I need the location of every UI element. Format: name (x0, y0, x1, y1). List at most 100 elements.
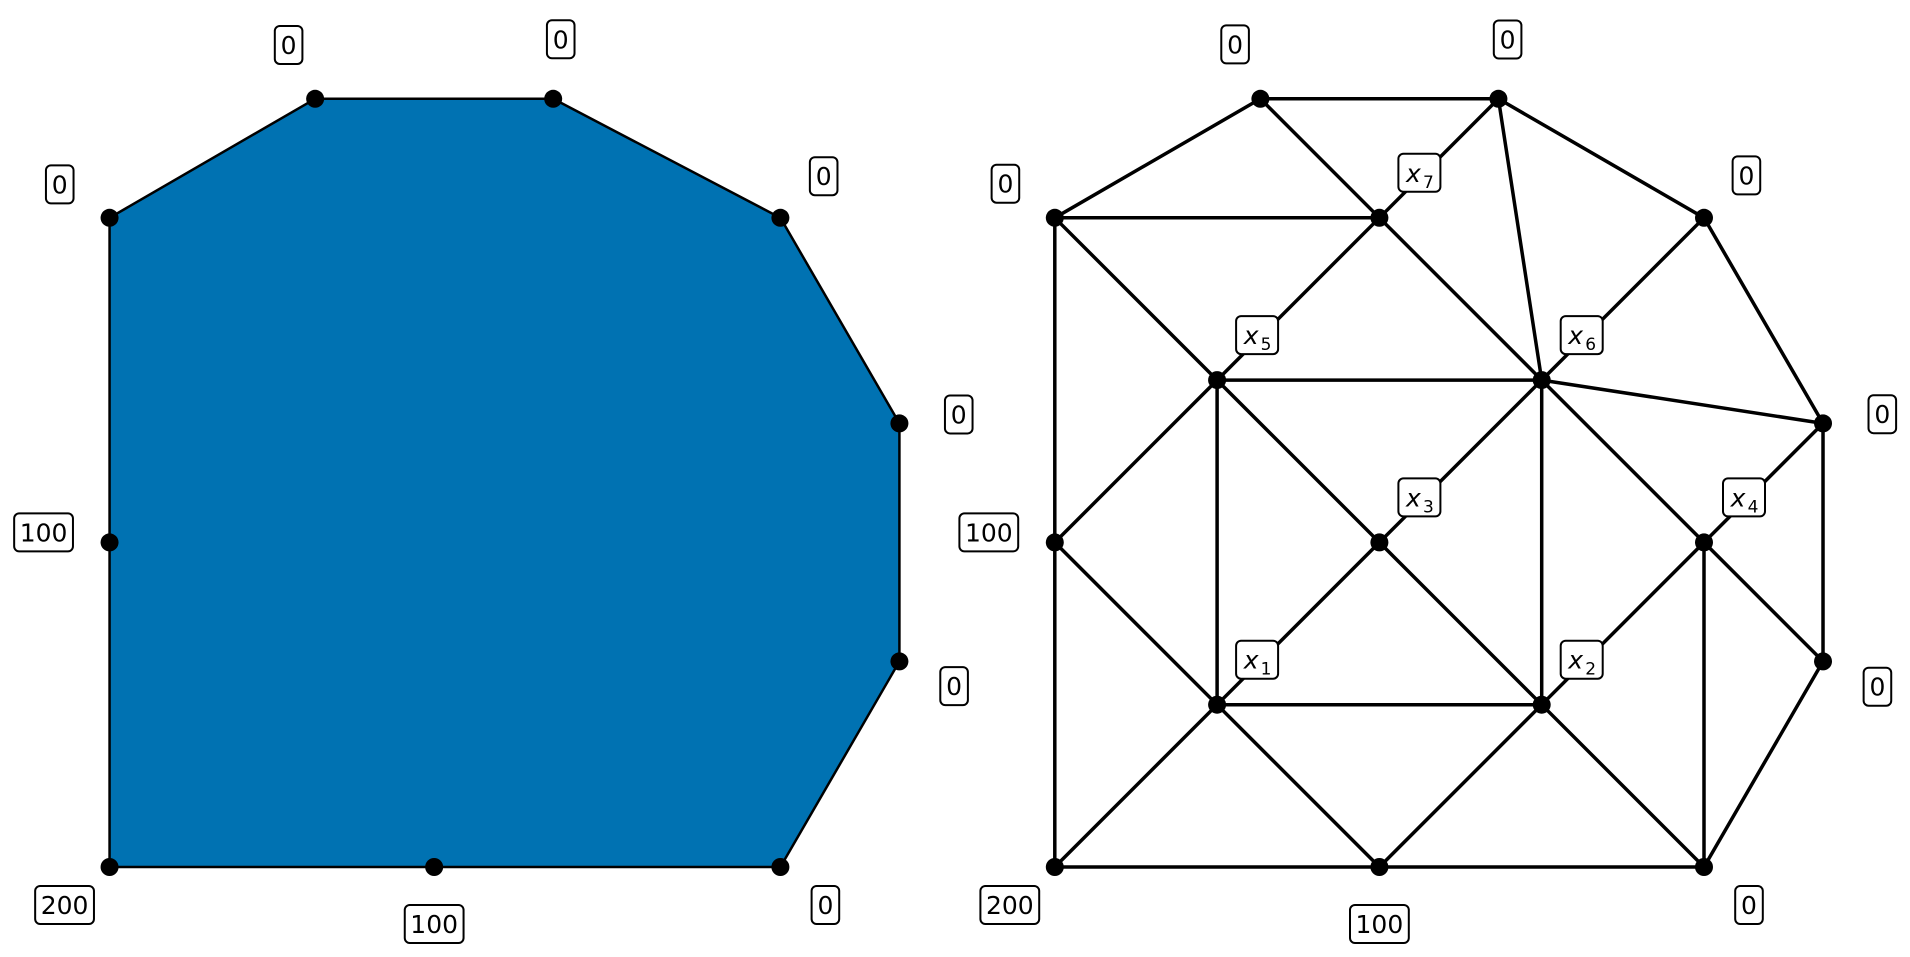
label-text: 100 (1356, 910, 1404, 939)
label-text: 0 (1741, 891, 1757, 920)
boundary-vertex (771, 208, 790, 227)
interior-vertex (1208, 371, 1227, 390)
label-box (545, 19, 576, 60)
triangulation-edge (1377, 540, 1544, 707)
interior-vertex (1532, 695, 1551, 714)
boundary-value-label: 0 (1867, 394, 1898, 435)
label-text: 0 (52, 170, 68, 199)
boundary-value-label: 100 (958, 512, 1020, 553)
label-box (808, 156, 839, 197)
label-subscript: 3 (1423, 497, 1434, 517)
label-text: 0 (1869, 673, 1885, 702)
filled-polygon (108, 97, 901, 869)
label-text: 0 (817, 891, 833, 920)
label-text: 200 (41, 891, 89, 920)
label-box (1722, 477, 1766, 518)
label-text: 0 (951, 400, 967, 429)
boundary-vertex (1045, 858, 1064, 876)
triangulation-edge (1539, 216, 1706, 382)
boundary-vertex (1045, 533, 1064, 552)
label-text: 0 (553, 25, 569, 54)
boundary-vertex (1695, 858, 1713, 876)
label-text: 200 (986, 891, 1034, 920)
boundary-vertex (890, 652, 909, 671)
triangulation-edge (1053, 97, 1263, 220)
label-text: 100 (410, 910, 458, 939)
boundary-value-label: 0 (939, 666, 969, 707)
label-box (1734, 885, 1764, 925)
label-text: 0 (1738, 161, 1754, 190)
interior-vertex (1695, 533, 1713, 552)
label-box (810, 885, 841, 925)
triangulation-edge (1539, 378, 1706, 545)
boundary-value-label: 200 (34, 885, 95, 925)
boundary-value-label: 0 (1731, 155, 1762, 196)
interior-vertex (1370, 533, 1389, 552)
label-box (1349, 904, 1410, 944)
boundary-vertex (100, 208, 119, 227)
boundary-vertex (425, 858, 444, 876)
triangulation-edge (1377, 378, 1544, 545)
label-text: 0 (1227, 30, 1243, 59)
label-box (44, 164, 75, 205)
label-text: x (1405, 483, 1421, 512)
boundary-vertex (1370, 858, 1389, 876)
triangulation-edge (1539, 378, 1825, 426)
boundary-vertex (1045, 208, 1064, 227)
label-box (979, 885, 1041, 925)
boundary-value-label: 0 (1492, 19, 1523, 60)
label-text: x (1243, 646, 1259, 675)
triangulation-edge (1215, 702, 1382, 869)
boundary-value-label: 0 (810, 885, 841, 925)
triangulation-edge (1215, 540, 1382, 707)
label-text: x (1567, 646, 1583, 675)
label-box (1731, 155, 1762, 196)
triangulation-edge (1053, 216, 1219, 382)
label-box (1492, 19, 1523, 60)
boundary-value-label: 0 (1734, 885, 1764, 925)
triangulation-edge (1702, 659, 1825, 869)
boundary-value-label: 0 (1862, 666, 1893, 707)
label-box (1867, 394, 1898, 435)
boundary-vertex (1814, 652, 1833, 671)
label-text: 0 (281, 31, 297, 60)
boundary-vertex (544, 89, 563, 108)
label-text: 0 (1500, 25, 1516, 54)
triangulation-edge (1215, 216, 1382, 382)
interior-vertex (1208, 695, 1227, 714)
boundary-vertex (100, 533, 119, 552)
boundary-value-label: 0 (943, 394, 974, 435)
boundary-vertex (1489, 89, 1508, 108)
interior-vertex (1532, 371, 1551, 390)
label-box (1862, 666, 1893, 707)
label-box (939, 666, 969, 707)
boundary-vertex (1814, 414, 1833, 433)
label-text: x (1243, 321, 1259, 350)
boundary-value-label: 0 (990, 163, 1021, 204)
label-box (1559, 315, 1604, 356)
triangulation-edge (1215, 378, 1382, 545)
boundary-value-label: 200 (979, 885, 1041, 925)
triangulation-edge (1377, 216, 1544, 382)
triangulation-edge (1053, 540, 1219, 707)
boundary-value-label: 0 (545, 19, 576, 60)
boundary-value-label: 0 (44, 164, 75, 205)
boundary-vertex (306, 89, 325, 108)
label-box (403, 904, 465, 944)
label-box (958, 512, 1020, 553)
label-text: x (1567, 321, 1583, 350)
boundary-value-label: 100 (1349, 904, 1410, 944)
label-text: 100 (20, 518, 68, 547)
triangulation-edge (1496, 97, 1706, 220)
triangulation-edge (1539, 540, 1706, 707)
label-box (1559, 639, 1604, 680)
triangulation-edge (1702, 540, 1825, 664)
